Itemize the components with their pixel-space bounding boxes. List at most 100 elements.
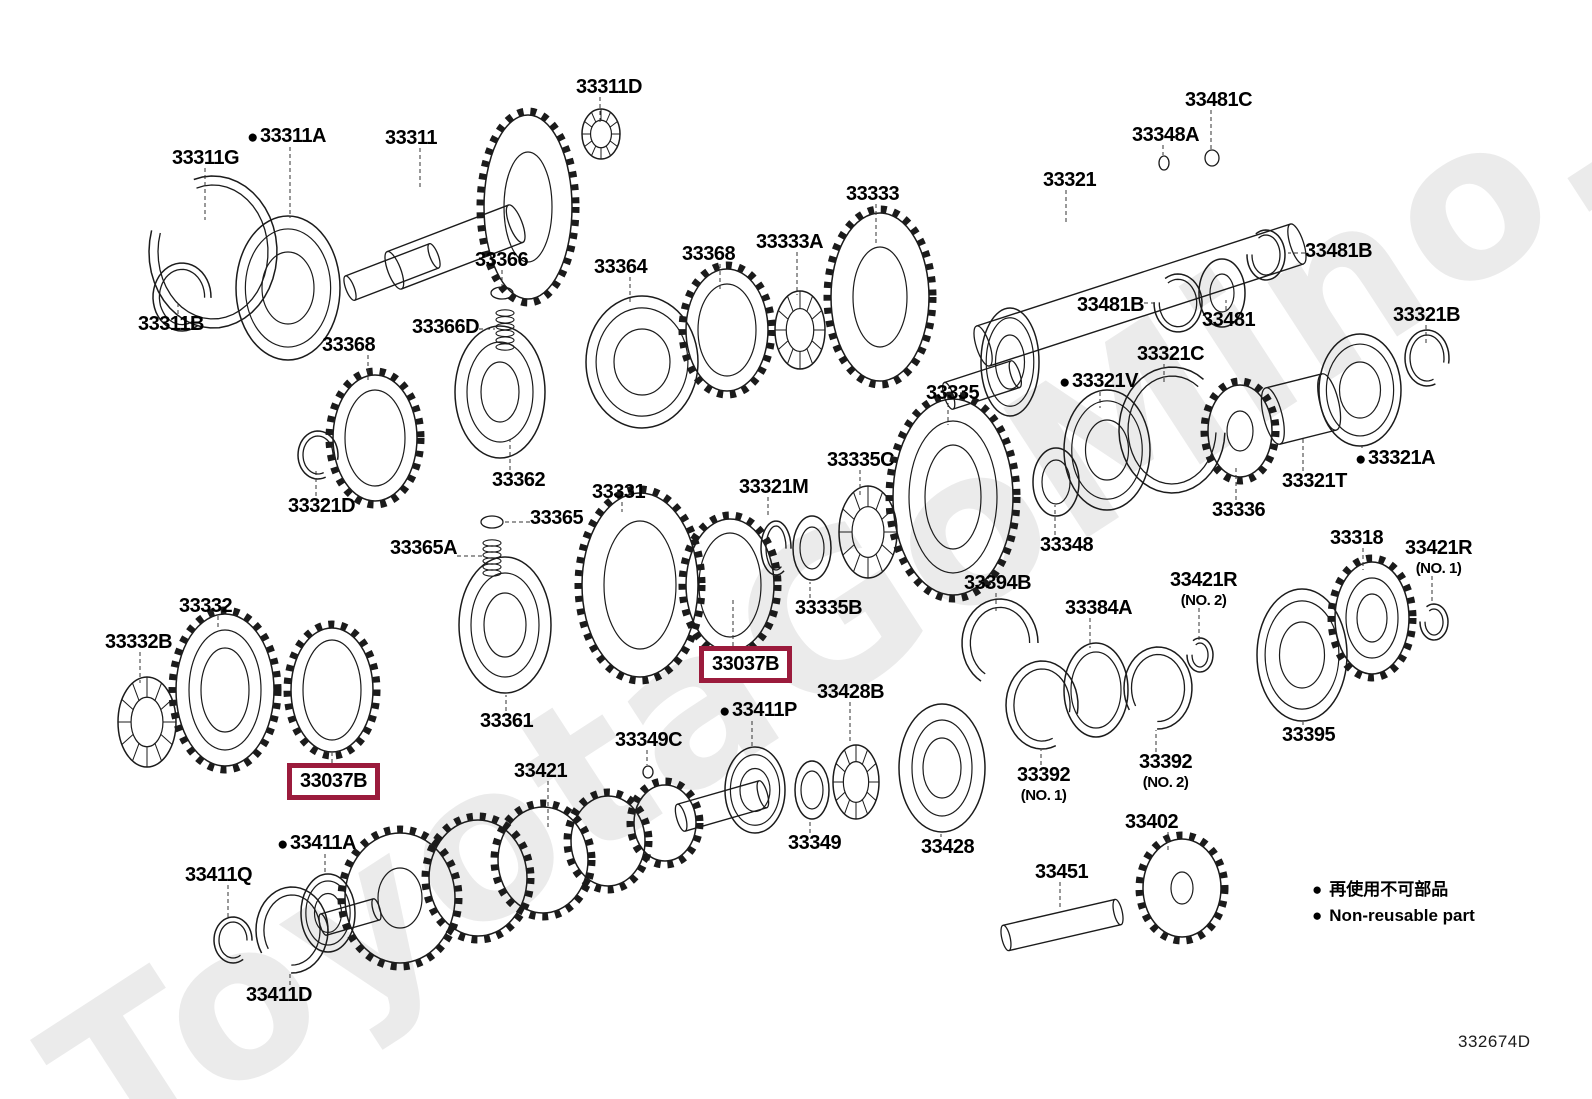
part-label-33331: 33331 [592,481,646,503]
part-label-33411D: 33411D [246,984,312,1006]
input-shaft-body-33311 [384,204,526,290]
part-label-33311D: 33311D [576,76,642,98]
snap-ring-33421R-no1 [1419,603,1449,641]
part-label-33394B: 33394B [964,572,1032,594]
part-label-33335: 33335 [926,382,980,404]
part-label-33411Q: 33411Q [185,864,253,886]
part-label-33311A: ●33311A [247,125,326,148]
shift-key-33365 [480,515,504,529]
part-label-33037B-right[interactable]: 33037B [699,646,793,683]
part-label-33333A: 33333A [756,231,824,253]
part-label-33361: 33361 [480,710,534,732]
non-reusable-dot-icon: ● [1312,906,1323,925]
part-label-33366: 33366 [475,249,529,271]
hub-drum-33395 [1256,588,1348,722]
synchro-ring-33037B-left [283,620,381,760]
part-label-33392-no2: 33392(NO. 2) [1139,751,1193,791]
output-shaft-flange-33321 [980,307,1040,417]
part-label-33321A: ●33321A [1355,447,1436,470]
part-label-33321M: 33321M [739,476,809,498]
needle-bearing-33332B [117,676,177,768]
ring-33384A [1063,642,1129,738]
diagram-code: 332674D [1458,1032,1531,1051]
snap-ring-33411D [255,886,329,974]
legend-text-en: Non-reusable part [1329,906,1475,925]
thrust-washer-33394B [961,598,1039,682]
washer-33349 [794,760,830,820]
part-label-33411A: ●33411A [277,832,356,855]
spacer-33321T [1260,373,1342,445]
bearing-race-33411P [724,746,786,834]
part-label-33321V: ●33321V [1059,370,1138,393]
snap-ring-33411Q [213,916,253,964]
part-label-33321D: 33321D [288,495,356,517]
pin-33348A [1158,155,1170,171]
part-label-33411P: ●33411P [719,699,797,722]
part-label-33311B: 33311B [138,313,204,335]
part-label-33348: 33348 [1040,534,1094,556]
gear-33335 [885,391,1021,603]
part-label-33402: 33402 [1125,811,1179,833]
part-label-33368-left: 33368 [322,334,376,356]
part-label-33421R-no1: 33421R(NO. 1) [1405,537,1473,577]
part-label-33335B: 33335B [795,597,863,619]
legend-text-jp: 再使用不可部品 [1329,880,1449,899]
input-shaft-tip-33311 [343,242,441,302]
key-spring-33365A [482,539,502,577]
non-reusable-dot-icon: ● [277,834,288,855]
part-label-33428: 33428 [921,836,975,858]
legend: ● 再使用不可部品 ● Non-reusable part [1312,877,1475,929]
part-label-33451: 33451 [1035,861,1089,883]
ball-33349C [642,765,654,779]
washer-33348 [1032,447,1080,517]
gear-33333 [823,205,937,389]
snap-ring-33321B [1404,329,1450,387]
part-label-33332: 33332 [179,595,233,617]
synchro-hub-33361 [458,556,552,694]
counter-gear-3-33421 [490,799,596,921]
synchro-ring-33364 [585,295,699,429]
part-label-33364: 33364 [594,256,648,278]
part-label-sub: (NO. 2) [1142,774,1189,791]
ball-33481C [1204,149,1220,167]
part-label-33365: 33365 [530,507,584,529]
bearing-33481 [1198,258,1246,328]
part-label-33037B-left[interactable]: 33037B [287,763,381,800]
part-label-33392-no1: 33392(NO. 1) [1017,764,1071,804]
part-label-33335C: 33335C [827,449,895,471]
part-label-sub: (NO. 1) [1020,787,1067,804]
part-label-33366D: 33366D [412,316,480,338]
snap-ring-33311B [152,262,212,332]
part-label-33428B: 33428B [817,681,885,703]
counter-gear-5-33421 [626,777,704,869]
shift-key-33366 [490,286,514,300]
part-label-33318: 33318 [1330,527,1384,549]
non-reusable-dot-icon: ● [1355,449,1366,470]
needle-bearing-33428B [832,744,880,820]
non-reusable-dot-icon: ● [719,701,730,722]
reverse-idler-gear-33402 [1135,831,1229,945]
part-label-sub: (NO. 2) [1180,592,1227,609]
non-reusable-dot-icon: ● [1312,880,1323,899]
part-label-33395: 33395 [1282,724,1336,746]
part-label-33384A: 33384A [1065,597,1133,619]
part-label-33348A: 33348A [1132,124,1200,146]
part-label-33481: 33481 [1202,309,1256,331]
part-label-33332B: 33332B [105,631,173,653]
part-label-33368-top: 33368 [682,243,736,265]
part-label-33321B: 33321B [1393,304,1461,326]
needle-bearing-33333A [774,290,826,370]
part-label-33481C: 33481C [1185,89,1253,111]
snap-ring-33321D [297,430,339,480]
gear-33318 [1327,554,1417,682]
part-label-33311G: 33311G [172,147,240,169]
part-label-33333: 33333 [846,183,900,205]
part-label-33421R-no2: 33421R(NO. 2) [1170,569,1238,609]
part-label-33481B-right: 33481B [1305,240,1373,262]
snap-ring-33321C [1118,366,1226,494]
counter-gear-4-33421 [563,788,653,894]
synchro-ring-33368-top [678,261,776,399]
output-shaft-33321 [973,223,1307,367]
